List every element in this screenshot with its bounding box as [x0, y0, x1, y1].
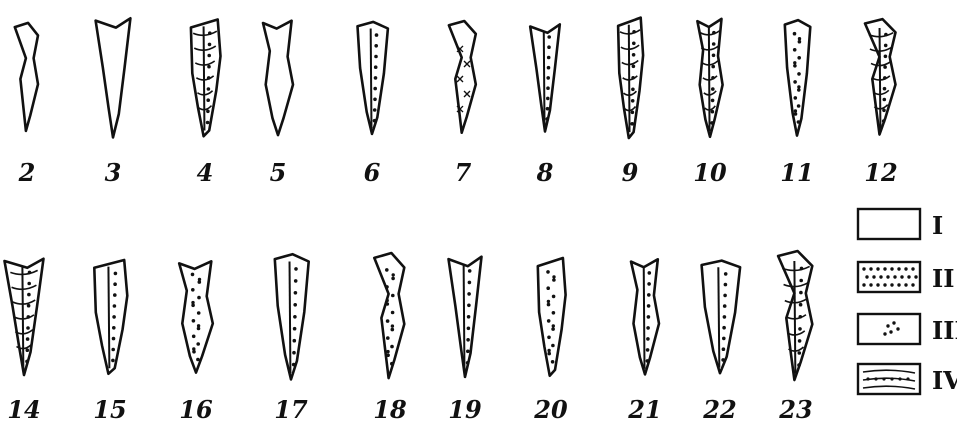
specimen-18: 18 [373, 253, 407, 424]
specimen-19: 19 [448, 257, 482, 424]
specimen-outline [179, 261, 213, 372]
specimen-number: 14 [7, 395, 40, 424]
specimen-number: 3 [105, 158, 122, 187]
specimen-number: 23 [778, 395, 812, 424]
specimen-6: 6 [358, 22, 388, 187]
specimen-4: 4 [191, 20, 221, 188]
legend-label: I [932, 211, 943, 240]
specimen-number: 18 [373, 395, 407, 424]
legend-label: III [932, 316, 957, 345]
specimen-outline [538, 258, 566, 376]
legend-swatch [858, 209, 920, 239]
specimen-outline [15, 23, 38, 131]
specimen-20: 20 [533, 258, 568, 424]
legend-item-IV: IV [858, 364, 957, 395]
specimen-8: 8 [530, 24, 560, 187]
specimen-outline [191, 20, 221, 137]
specimen-outline [374, 253, 404, 378]
specimen-outline [94, 260, 127, 374]
specimen-number: 10 [693, 158, 727, 187]
specimen-outline [702, 261, 741, 374]
specimen-15: 15 [93, 260, 127, 424]
legend-label: II [932, 264, 954, 293]
specimen-number: 16 [179, 395, 213, 424]
specimen-outline [275, 254, 309, 379]
specimen-3: 3 [96, 18, 131, 187]
specimen-number: 7 [455, 158, 472, 187]
specimen-16: 16 [179, 261, 213, 424]
legend-swatch [858, 314, 920, 344]
specimen-number: 4 [197, 158, 214, 187]
specimen-10: 10 [693, 19, 727, 187]
specimen-outline [263, 21, 293, 135]
specimen-23: 23 [778, 251, 813, 424]
specimen-outline [785, 20, 811, 136]
specimen-number: 15 [93, 395, 126, 424]
specimen-number: 17 [274, 395, 308, 424]
legend-item-III: III [858, 314, 957, 345]
specimen-number: 8 [536, 158, 554, 187]
specimen-21: 21 [627, 259, 661, 424]
specimen-outline [618, 18, 643, 138]
specimen-number: 22 [702, 395, 736, 424]
specimen-9: 9 [618, 18, 643, 187]
specimen-number: 9 [622, 158, 639, 187]
specimen-14: 14 [5, 259, 44, 424]
specimen-number: 2 [18, 158, 36, 187]
specimen-7: 7 [449, 21, 476, 187]
specimen-number: 19 [448, 395, 482, 424]
legend-item-I: I [858, 209, 943, 240]
legend-label: IV [932, 366, 957, 395]
specimen-outline [96, 18, 131, 137]
pattern-legend: IIIIIIIV [858, 209, 957, 395]
specimen-2: 2 [15, 23, 38, 187]
specimen-number: 5 [270, 158, 287, 187]
specimen-22: 22 [702, 261, 741, 424]
specimen-number: 6 [364, 158, 381, 187]
specimen-number: 11 [780, 158, 813, 187]
specimen-number: 21 [627, 395, 661, 424]
specimen-5: 5 [263, 21, 293, 187]
specimen-outline [358, 22, 388, 134]
specimen-12: 12 [864, 19, 897, 187]
specimen-number: 12 [864, 158, 897, 187]
specimen-number: 20 [533, 395, 568, 424]
specimen-11: 11 [780, 20, 813, 187]
legend-item-II: II [858, 262, 954, 293]
specimen-17: 17 [274, 254, 308, 424]
